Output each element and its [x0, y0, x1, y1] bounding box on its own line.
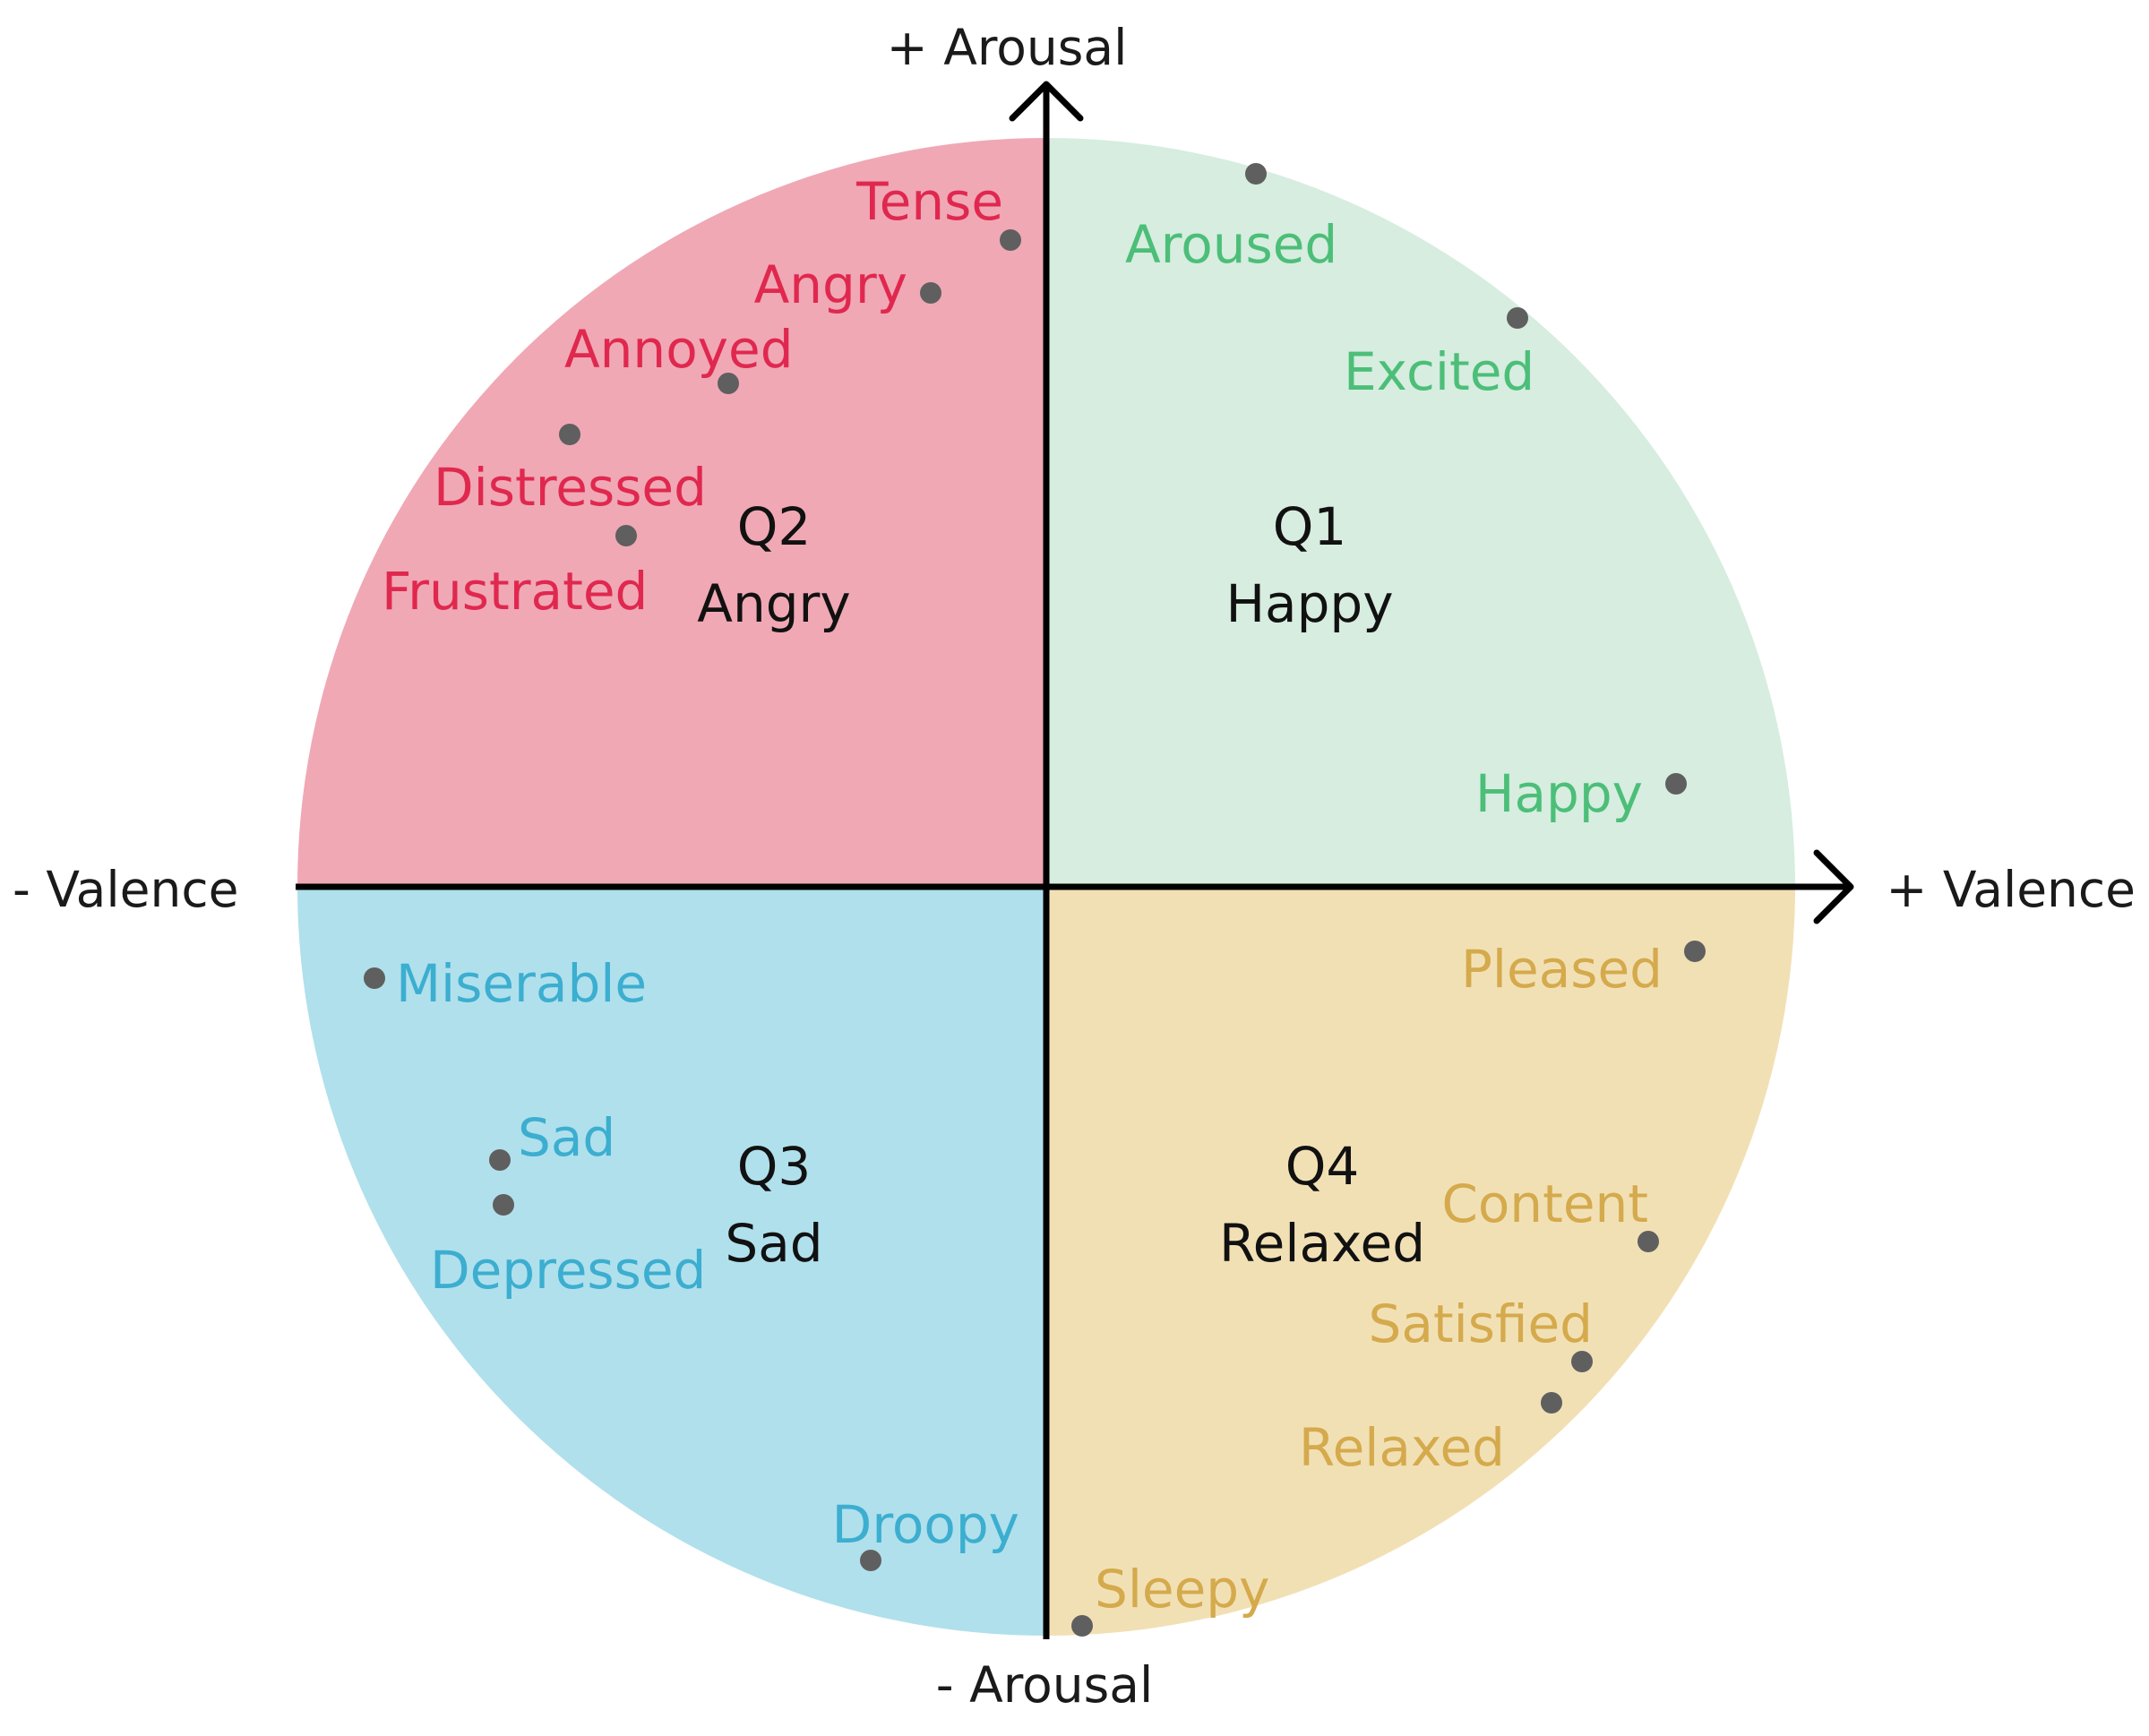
emotion-label-distressed: Distressed: [434, 457, 707, 518]
emotion-label-angry: Angry: [754, 254, 907, 315]
valence-arrowhead: [1813, 849, 1854, 924]
quadrant-q4-region: [1046, 887, 1795, 1636]
emotion-dot-content: [1638, 1231, 1659, 1252]
arousal-arrowhead: [1009, 81, 1084, 122]
emotion-dot-aroused: [1245, 163, 1267, 185]
emotion-dot-happy: [1665, 773, 1687, 795]
emotion-label-miserable: Miserable: [396, 953, 647, 1014]
emotion-dot-excited: [1507, 307, 1528, 329]
emotion-label-relaxed: Relaxed: [1299, 1417, 1505, 1478]
emotion-dot-annoyed: [718, 373, 739, 394]
emotion-dot-tense: [1000, 229, 1021, 251]
emotion-label-tense: Tense: [855, 171, 1003, 232]
emotion-label-pleased: Pleased: [1461, 939, 1663, 1000]
quadrant-q1-code: Q1: [1273, 496, 1347, 557]
emotion-label-happy: Happy: [1475, 763, 1643, 824]
emotion-label-droopy: Droopy: [832, 1494, 1019, 1555]
emotion-dot-pleased: [1684, 941, 1706, 962]
quadrant-q1-name: Happy: [1225, 573, 1393, 634]
axis-label-valence-positive: + Valence: [1886, 861, 2136, 918]
emotion-label-excited: Excited: [1344, 341, 1534, 402]
axis-label-valence-negative: - Valence: [13, 861, 238, 918]
quadrant-q4-code: Q4: [1285, 1136, 1360, 1197]
emotion-dot-sad: [489, 1149, 511, 1171]
emotion-label-annoyed: Annoyed: [564, 319, 794, 380]
emotion-dot-relaxed: [1541, 1392, 1562, 1414]
emotion-label-sad: Sad: [518, 1107, 615, 1168]
quadrant-q1-region: [1046, 138, 1795, 887]
emotion-dot-frustrated: [615, 525, 637, 546]
axis-label-arousal-negative: - Arousal: [936, 1656, 1154, 1714]
quadrant-q2-code: Q2: [737, 496, 812, 557]
emotion-dot-droopy: [860, 1550, 881, 1571]
quadrant-q3-region: [297, 887, 1046, 1636]
emotion-label-satisfied: Satisfied: [1369, 1293, 1593, 1354]
emotion-dot-miserable: [364, 967, 385, 989]
emotion-dot-angry: [920, 282, 941, 304]
quadrant-q2-name: Angry: [697, 573, 850, 634]
emotion-label-frustrated: Frustrated: [382, 561, 648, 622]
emotion-dot-depressed: [493, 1194, 514, 1216]
quadrant-q3-name: Sad: [725, 1213, 822, 1274]
emotion-label-aroused: Aroused: [1125, 214, 1337, 275]
quadrant-q4-name: Relaxed: [1219, 1213, 1425, 1274]
emotion-dot-distressed: [559, 424, 580, 445]
axis-label-arousal-positive: + Arousal: [887, 19, 1128, 76]
emotion-dot-satisfied: [1571, 1351, 1593, 1372]
emotion-dot-sleepy: [1071, 1615, 1093, 1637]
emotion-label-depressed: Depressed: [430, 1240, 706, 1301]
emotion-label-content: Content: [1441, 1173, 1648, 1234]
quadrant-q3-code: Q3: [737, 1136, 812, 1197]
quadrant-q2-region: [297, 138, 1046, 887]
emotion-label-sleepy: Sleepy: [1095, 1559, 1269, 1620]
